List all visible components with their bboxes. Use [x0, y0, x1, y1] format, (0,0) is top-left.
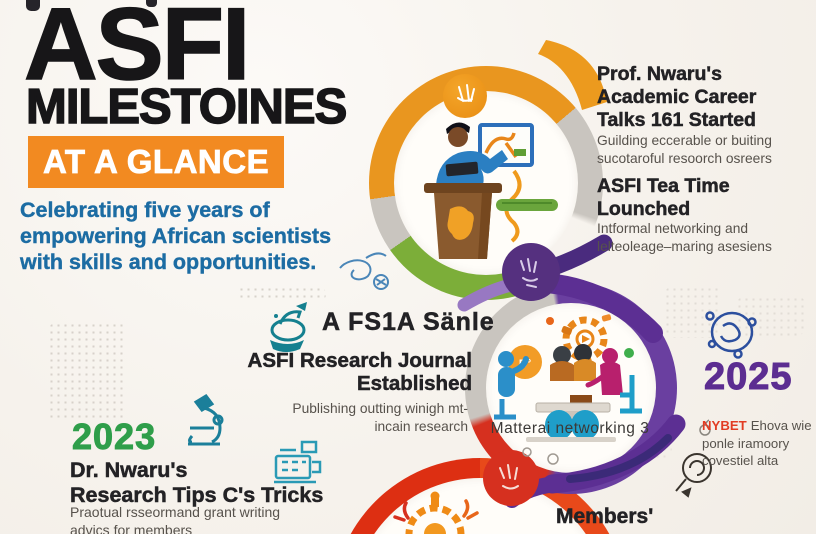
- year-2025: 2025: [704, 356, 793, 399]
- journal-logo-text: A FS1A Sänle: [322, 308, 495, 337]
- y2025-desc-text: Ehova wie ponle iramoory covestiel alta: [702, 418, 812, 469]
- page-title-line2: MILESTOINES: [25, 80, 348, 134]
- halftone-dots: [238, 286, 326, 302]
- stopwatch-illustration: [393, 491, 479, 534]
- tea-time-title: ASFI Tea Time Lounched: [597, 175, 730, 220]
- y2025-lead: NYBET: [702, 418, 747, 434]
- halftone-dots: [48, 322, 126, 422]
- cash-register-sketch-icon: [274, 440, 322, 484]
- tea-time-desc: Intformal networking and lelteoleage–mar…: [597, 221, 772, 255]
- tagline: Celebrating five years of empowering Afr…: [20, 198, 332, 275]
- journal-title: ASFI Research Journal Established: [247, 349, 472, 396]
- microscope-sketch-icon: [188, 394, 224, 446]
- networking-caption: Matterai networking 3: [490, 420, 650, 437]
- y2023-title: Dr. Nwaru's Research Tips C's Tricks: [70, 458, 324, 507]
- milestone-circle-lecture: [369, 66, 603, 300]
- journal-logo-icon: [270, 302, 307, 352]
- spiral-snail-doodle-icon: [339, 252, 389, 290]
- journal-desc: Publishing outting winigh mt- incain res…: [292, 401, 468, 434]
- stamp-badge-icon: [443, 74, 487, 118]
- lecture-illustration: [424, 122, 558, 259]
- career-talks-desc: Guilding eccerable or buiting sucotarofu…: [597, 133, 772, 167]
- milestone-circle-networking: B°: [465, 282, 677, 494]
- halftone-dots: [736, 296, 806, 336]
- career-talks-title: Prof. Nwaru's Academic Career Talks 161 …: [597, 63, 757, 131]
- globe-face-doodle-icon: [705, 311, 757, 359]
- edge-mark: [146, 0, 157, 7]
- edge-mark: [26, 0, 40, 11]
- y2023-desc: Praotual rsseormand grant writing advics…: [70, 504, 281, 534]
- members-title: Members': [556, 505, 654, 529]
- page-title-line1: ASFI: [23, 0, 251, 101]
- subtitle-banner: AT A GLANCE: [28, 136, 285, 188]
- year-2023: 2023: [71, 416, 157, 458]
- team-networking-illustration: B°: [494, 314, 642, 442]
